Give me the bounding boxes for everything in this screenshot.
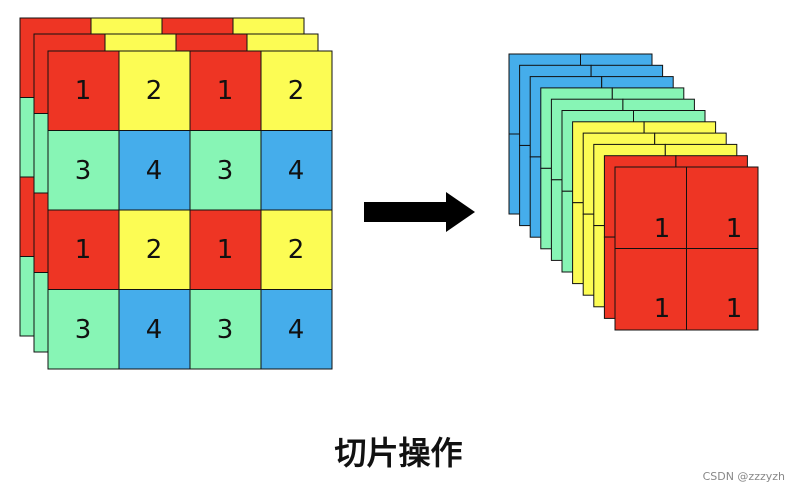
input-layer-3-cell bbox=[118, 209, 191, 290]
sliced-output-stack bbox=[508, 53, 759, 331]
input-layer-3-cell bbox=[260, 50, 333, 131]
input-layer-3-cell bbox=[47, 130, 120, 211]
input-layer-3-cell bbox=[189, 209, 262, 290]
input-cell-r1c3: 1 bbox=[217, 76, 234, 106]
input-layer-3-cell bbox=[260, 130, 333, 211]
input-feature-map-stack bbox=[19, 17, 333, 370]
input-cell-r4c1: 3 bbox=[75, 315, 92, 345]
output-layer-11-cell bbox=[614, 248, 687, 331]
input-cell-r3c2: 2 bbox=[146, 235, 163, 265]
output-cell-r2c1: 1 bbox=[654, 294, 671, 324]
output-cell-r2c2: 1 bbox=[726, 294, 743, 324]
input-layer-3-cell bbox=[47, 289, 120, 370]
output-layer-11-cell bbox=[614, 166, 687, 249]
input-layer-3-cell bbox=[260, 209, 333, 290]
input-layer-3-cell bbox=[189, 289, 262, 370]
input-cell-r3c4: 2 bbox=[288, 235, 305, 265]
input-layer-3-cell bbox=[118, 130, 191, 211]
input-cell-r1c1: 1 bbox=[75, 76, 92, 106]
diagram-caption: 切片操作 bbox=[334, 434, 463, 472]
input-cell-r2c1: 3 bbox=[75, 156, 92, 186]
input-layer-3-cell bbox=[118, 289, 191, 370]
right-arrow-icon bbox=[364, 192, 475, 232]
input-layer-3-cell bbox=[260, 289, 333, 370]
output-cell-r1c2: 1 bbox=[726, 214, 743, 244]
input-cell-r2c2: 4 bbox=[146, 156, 163, 186]
input-cell-r3c3: 1 bbox=[217, 235, 234, 265]
input-layer-3-cell bbox=[189, 50, 262, 131]
input-cell-r3c1: 1 bbox=[75, 235, 92, 265]
front-cell-labels: 1 2 1 2 3 4 3 4 1 2 1 2 3 4 3 4 1 1 1 1 bbox=[75, 76, 743, 345]
input-cell-r4c3: 3 bbox=[217, 315, 234, 345]
input-layer-3-cell bbox=[189, 130, 262, 211]
watermark: CSDN @zzzyzh bbox=[702, 470, 785, 483]
input-cell-r4c4: 4 bbox=[288, 315, 305, 345]
output-cell-r1c1: 1 bbox=[654, 214, 671, 244]
output-layer-11-cell bbox=[686, 166, 759, 249]
input-cell-r1c2: 2 bbox=[146, 76, 163, 106]
input-cell-r4c2: 4 bbox=[146, 315, 163, 345]
input-cell-r2c3: 3 bbox=[217, 156, 234, 186]
output-layer-11-cell bbox=[686, 248, 759, 331]
input-cell-r2c4: 4 bbox=[288, 156, 305, 186]
input-cell-r1c4: 2 bbox=[288, 76, 305, 106]
